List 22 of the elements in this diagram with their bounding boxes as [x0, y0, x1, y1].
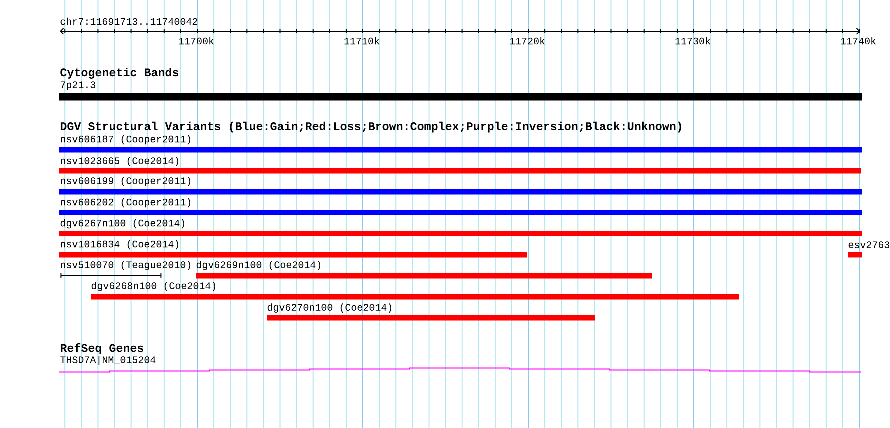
feature-label: dgv6270n100 (Coe2014)	[268, 304, 392, 313]
feature-label: nsv606187 (Cooper2011)	[61, 135, 191, 145]
track-title: Cytogenetic Bands	[60, 68, 179, 79]
band-label: 7p21.3	[60, 82, 96, 90]
tick-label: 11700k	[179, 37, 214, 45]
gene-label: THSD7A|NM_015204	[60, 356, 156, 366]
feature-label: nsv510070 (Teague2010)	[61, 261, 191, 270]
tick-label: 11720k	[510, 37, 545, 45]
feature-label: nsv606202 (Cooper2011)	[61, 198, 191, 208]
feature-label: dgv6269n100 (Coe2014)	[196, 261, 321, 270]
feature-label: nsv1023665 (Coe2014)	[61, 157, 179, 166]
track-title: RefSeq Genes	[60, 343, 144, 355]
feature-label: nsv1016834 (Coe2014)	[61, 240, 179, 250]
feature-label: dgv6267n100 (Coe2014)	[60, 219, 185, 229]
feature-label: esv2763	[848, 242, 890, 248]
tick-label: 11740k	[841, 37, 876, 45]
coordinate-label: chr7:11691713..11740042	[60, 18, 198, 26]
feature-label: dgv6268n100 (Coe2014)	[92, 282, 216, 292]
track-title: DGV Structural Variants (Blue:Gain;Red:Loss;Brown:Complex;Purple:Inversion;Black:Unknown)	[60, 122, 682, 133]
feature-label: nsv606199 (Cooper2011)	[61, 177, 191, 186]
tick-label: 11710k	[344, 37, 380, 45]
tick-label: 11730k	[676, 37, 710, 45]
